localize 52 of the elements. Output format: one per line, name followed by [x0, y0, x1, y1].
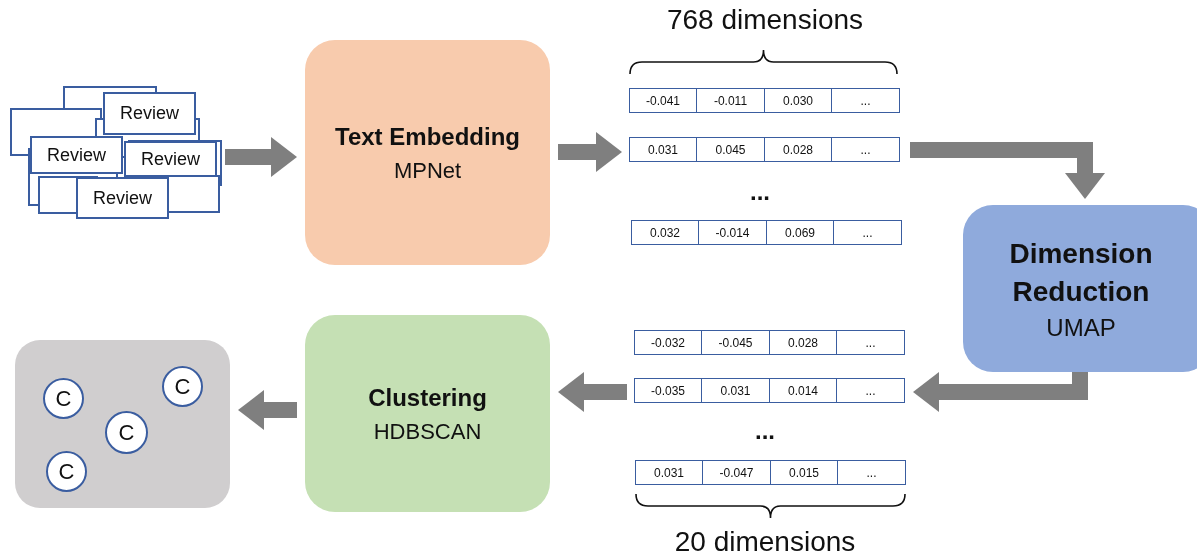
vector-value: ... — [833, 220, 902, 245]
cluster-circle: C — [46, 451, 87, 492]
process-box — [305, 40, 550, 265]
review-card: Review — [103, 92, 196, 135]
review-card: Review — [76, 177, 169, 219]
vector-value: ... — [831, 88, 900, 113]
vector-value: -0.041 — [628, 88, 698, 113]
vector-value: -0.035 — [633, 378, 703, 403]
cluster-circle: C — [43, 378, 84, 419]
vector-value: -0.011 — [696, 88, 765, 113]
vector-value: ... — [831, 137, 900, 162]
vector-value: 0.028 — [768, 330, 838, 355]
process-box — [305, 315, 550, 512]
flow-arrow — [225, 137, 297, 177]
ellipsis: ... — [755, 417, 775, 445]
vector-value: 0.014 — [768, 378, 838, 403]
flow-arrow — [913, 370, 1088, 412]
flow-arrow — [558, 132, 622, 172]
flow-arrow — [558, 372, 627, 412]
result-panel — [15, 340, 230, 508]
vector-value: 0.032 — [630, 220, 700, 245]
method-name: HDBSCAN — [373, 418, 482, 445]
review-card: Review — [30, 136, 123, 174]
vector-value: 0.031 — [701, 378, 770, 403]
cluster-circle: C — [162, 366, 203, 407]
process-box — [963, 205, 1197, 372]
method-name: UMAP — [1046, 314, 1116, 343]
vector-value: -0.047 — [702, 460, 771, 485]
dimension-label: 20 dimensions — [674, 526, 856, 558]
step-title: Dimension Reduction — [1008, 236, 1154, 309]
cluster-circle: C — [105, 411, 148, 454]
vector-value: 0.015 — [769, 460, 839, 485]
vector-value: ... — [837, 460, 906, 485]
review-card: Review — [124, 141, 217, 177]
vector-value: 0.031 — [628, 137, 698, 162]
vector-value: 0.028 — [763, 137, 833, 162]
vector-value: 0.030 — [763, 88, 833, 113]
vector-value: ... — [836, 378, 905, 403]
method-name: MPNet — [393, 157, 462, 184]
vector-value: -0.045 — [701, 330, 770, 355]
step-title: Clustering — [368, 383, 487, 414]
flow-arrow — [910, 142, 1105, 199]
vector-value: 0.031 — [634, 460, 704, 485]
flow-arrow — [238, 390, 297, 430]
ellipsis: ... — [750, 178, 770, 206]
vector-value: ... — [836, 330, 905, 355]
vector-value: -0.014 — [698, 220, 767, 245]
step-title: Text Embedding — [335, 122, 520, 153]
dimension-label: 768 dimensions — [666, 4, 864, 36]
vector-value: -0.032 — [633, 330, 703, 355]
vector-value: 0.045 — [696, 137, 765, 162]
vector-value: 0.069 — [765, 220, 835, 245]
